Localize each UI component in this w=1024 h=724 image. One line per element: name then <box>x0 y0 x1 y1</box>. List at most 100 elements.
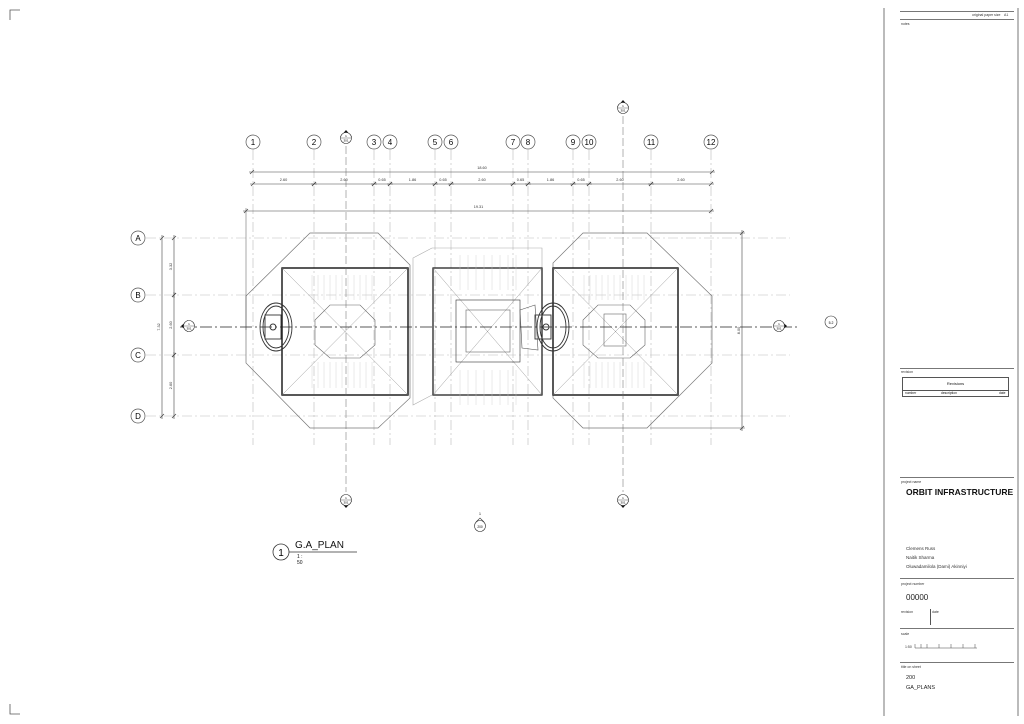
middle-pod-outline <box>412 247 543 406</box>
left-pod-outline <box>245 232 411 429</box>
dimension-label: 1.86 <box>409 178 416 182</box>
callout-arrow-icon <box>475 517 485 523</box>
revisions-columns: number description date <box>903 390 1008 396</box>
divider <box>930 609 931 625</box>
left-pod-frame <box>281 267 409 396</box>
dimension-label: 7.32 <box>157 323 161 330</box>
grid-label-column: 5 <box>433 138 438 147</box>
divider <box>900 19 1014 20</box>
callout-bubble <box>474 520 486 532</box>
date-label: date <box>932 610 939 614</box>
dimension-tick <box>648 181 654 187</box>
revision-label: revision <box>901 370 914 374</box>
section-number: 1 <box>345 134 347 138</box>
section-sheet: 301 <box>776 327 781 331</box>
dimension-label: 2.60 <box>677 178 684 182</box>
grid-label-column: 11 <box>647 138 656 147</box>
team-member: Clemens Russ <box>906 546 936 551</box>
dimension-tick <box>250 181 256 187</box>
project-number: 00000 <box>906 593 929 602</box>
dimension-label: 8.00 <box>737 327 741 334</box>
grid-bubble-column <box>366 134 382 150</box>
callout-number: 1 <box>479 512 481 516</box>
grid-label-column: 10 <box>585 138 594 147</box>
divider <box>900 578 1014 579</box>
view-name: G.A_PLAN <box>295 540 344 551</box>
dimension-tick <box>159 413 165 419</box>
revisions-header: Revisions <box>946 381 965 386</box>
dimension-label: 3.32 <box>169 263 173 270</box>
sheet-title: GA_PLANS <box>906 685 936 691</box>
revisions-table: Revisions number description date <box>902 377 1009 397</box>
grid-bubble-column <box>245 134 261 150</box>
grid-bubble-row <box>130 408 146 424</box>
dimension-tick <box>510 181 516 187</box>
grid-bubble-column <box>643 134 659 150</box>
pod-diagonals <box>281 267 679 396</box>
grid-label-column: 9 <box>571 138 576 147</box>
section-sheet: 301 <box>620 501 625 505</box>
scale-label: scale <box>901 632 910 636</box>
revision-small-label: revision <box>901 610 914 614</box>
dimension-label: 1.86 <box>547 178 554 182</box>
grid-bubble-column <box>520 134 536 150</box>
project-number-label: project number <box>901 582 925 586</box>
dimension-label: 18.60 <box>477 166 487 170</box>
divider <box>900 368 1014 369</box>
right-pod-outline <box>552 232 713 429</box>
project-name-label: project name <box>901 480 922 484</box>
dimension-tick <box>249 169 255 175</box>
title-block: original paper size A1 notes revision Re… <box>896 0 1018 724</box>
section-number: 1 <box>622 104 624 108</box>
divider <box>900 477 1014 478</box>
dimension-tick <box>570 181 576 187</box>
grid-bubble-column <box>306 134 322 150</box>
grid-label-column: 1 <box>251 138 256 147</box>
dimension-tick <box>387 181 393 187</box>
dimension-tick <box>525 181 531 187</box>
right-pod-frame <box>552 267 679 396</box>
dimension-tick <box>171 352 177 358</box>
grid-label-column: 4 <box>388 138 393 147</box>
grid-bubble-row <box>130 230 146 246</box>
grid-label-row: D <box>135 412 141 421</box>
dimension-label: 19.31 <box>474 205 484 209</box>
connector-bridge <box>519 304 539 351</box>
grid-bubble-column <box>581 134 597 150</box>
grid-label-row: A <box>135 234 141 243</box>
rev-col-date: date <box>999 391 1006 395</box>
sheet-frame <box>9 8 1019 716</box>
grid-label-column: 12 <box>707 138 716 147</box>
view-number: 1 <box>278 548 284 559</box>
team-member: Naitik Sharma <box>906 555 935 560</box>
divider <box>900 628 1014 629</box>
grid-bubble-column <box>427 134 443 150</box>
scale-bar-label: 1:50 <box>905 645 912 649</box>
floor-plan <box>245 232 713 429</box>
dimension-tick <box>171 235 177 241</box>
dimension-label: 0.65 <box>439 178 446 182</box>
section-number: 1 <box>622 496 624 500</box>
dimension-tick <box>432 181 438 187</box>
dimension-tick <box>708 208 714 214</box>
elevation-label: 5.2 <box>829 321 834 325</box>
grid-bubble-row <box>130 347 146 363</box>
team-member: Oluwadamilola (Dami) Akinniyi <box>906 564 967 569</box>
dimension-tick <box>586 181 592 187</box>
grid-label-column: 7 <box>511 138 516 147</box>
view-number-bubble: 1 <box>272 543 357 561</box>
dimension-tick <box>448 181 454 187</box>
dimension-tick <box>159 235 165 241</box>
project-name: ORBIT INFRASTRUCTURE <box>906 487 1014 497</box>
grid-bubble-column <box>565 134 581 150</box>
dimension-label: 0.65 <box>577 178 584 182</box>
dimension-tick <box>311 181 317 187</box>
dimension-tick <box>171 413 177 419</box>
dimension-label: 2.60 <box>478 178 485 182</box>
